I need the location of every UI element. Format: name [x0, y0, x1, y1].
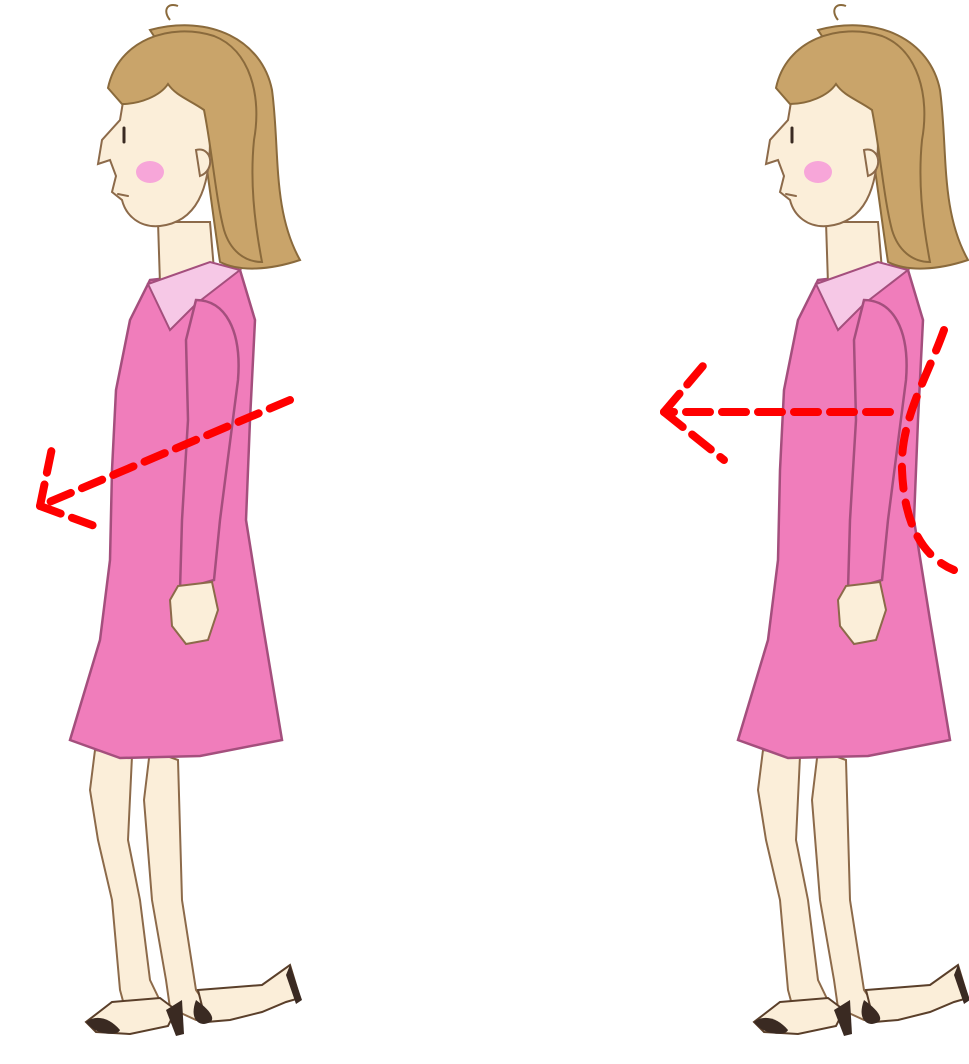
- figure-left: [40, 5, 302, 1036]
- figure-right: [664, 5, 969, 1036]
